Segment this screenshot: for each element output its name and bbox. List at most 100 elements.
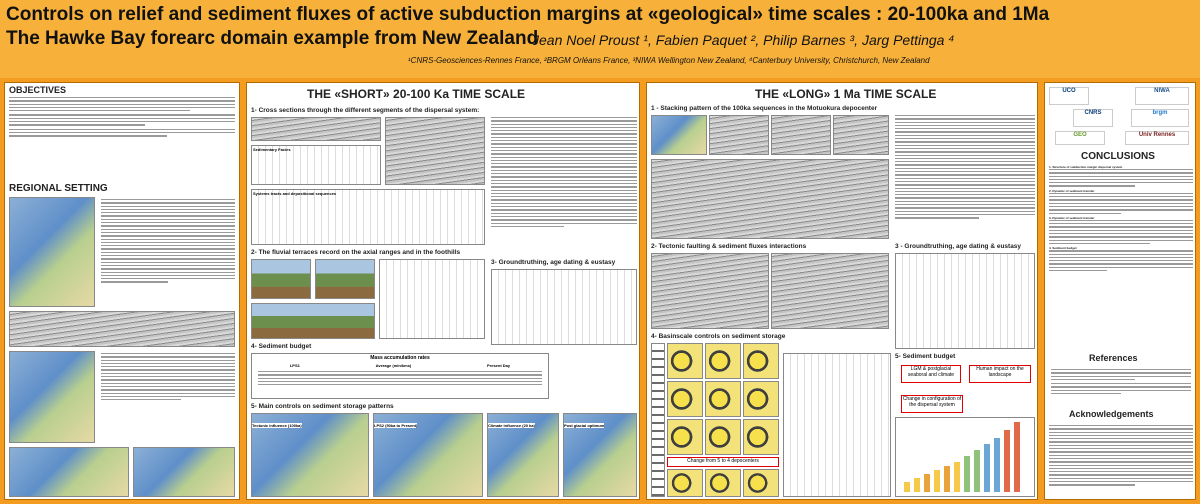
post-glacial-map: Post glacial optimum bbox=[563, 413, 637, 497]
budget-bar-2 bbox=[914, 478, 920, 492]
budget-bar-9 bbox=[984, 444, 990, 492]
conclusion-3: 3. Dynamic of sediment transfer bbox=[1049, 215, 1095, 220]
regional-map-4 bbox=[133, 447, 235, 497]
basinscale-map-11 bbox=[705, 469, 741, 497]
short-timescale-panel: THE «SHORT» 20-100 Ka TIME SCALE 1- Cros… bbox=[246, 82, 640, 500]
long-section-3: 3 - Groundtruthing, age dating & eustasy bbox=[895, 243, 1022, 250]
budget-bar-4 bbox=[934, 470, 940, 492]
logo-uco: UCO bbox=[1049, 87, 1089, 105]
long-seismic-1 bbox=[709, 115, 769, 155]
long-section-4: 4- Basinscale controls on sediment stora… bbox=[651, 333, 786, 340]
budget-col-2: Average (min/kms) bbox=[375, 363, 412, 368]
poster-title-line2: The Hawke Bay forearc domain example fro… bbox=[6, 28, 539, 49]
regional-map-2 bbox=[9, 351, 95, 443]
regional-text-2 bbox=[101, 353, 235, 402]
conclusion-4-text bbox=[1049, 250, 1193, 272]
conclusion-1: 1. Structure of subduction margin disper… bbox=[1049, 165, 1123, 169]
short-seismic-2 bbox=[385, 117, 485, 185]
objectives-title: OBJECTIVES bbox=[9, 85, 67, 95]
budget-bar-8 bbox=[974, 450, 980, 492]
short-section-1: 1- Cross sections through the different … bbox=[251, 107, 480, 114]
basinscale-timeline bbox=[651, 343, 665, 497]
regional-map-1 bbox=[9, 197, 95, 307]
logo-rennes: Univ Rennes bbox=[1125, 131, 1189, 145]
basinscale-map-8 bbox=[705, 419, 741, 455]
short-seismic-1 bbox=[251, 117, 381, 141]
terrace-photo-3 bbox=[251, 303, 375, 339]
budget-table: Mass accumulation rates LPS1 Average (mi… bbox=[251, 353, 549, 399]
references-title: References bbox=[1089, 353, 1138, 363]
basinscale-map-12 bbox=[743, 469, 779, 497]
basinscale-map-3 bbox=[743, 343, 779, 379]
terrace-photo-1 bbox=[251, 259, 311, 299]
conclusion-2-text bbox=[1049, 192, 1193, 214]
affiliations: ¹CNRS-Geosciences-Rennes France, ²BRGM O… bbox=[408, 56, 930, 65]
budget-table-rows bbox=[252, 368, 548, 390]
faulting-section-1 bbox=[651, 253, 769, 329]
basinscale-map-2 bbox=[705, 343, 741, 379]
short-facies-figure: Sedimentary Facies bbox=[251, 145, 381, 185]
authors: Jean Noel Proust ¹, Fabien Paquet ², Phi… bbox=[532, 32, 955, 48]
logo-cnrs: CNRS bbox=[1073, 109, 1113, 127]
long-section-2: 2- Tectonic faulting & sediment fluxes i… bbox=[651, 243, 807, 250]
short-section-3: 3- Groundtruthing, age dating & eustasy bbox=[491, 259, 616, 266]
short-timescale-title: THE «SHORT» 20-100 Ka TIME SCALE bbox=[307, 87, 526, 101]
dispersal-change-box: Change in configuration of the dispersal… bbox=[901, 395, 963, 413]
groundtruth-logs bbox=[491, 269, 637, 345]
logo-geo: GEO bbox=[1055, 131, 1105, 145]
sediment-budget-chart bbox=[895, 417, 1035, 497]
conclusion-3-text bbox=[1049, 219, 1193, 245]
long-text-1 bbox=[895, 115, 1035, 221]
short-text-1 bbox=[491, 117, 637, 229]
budget-bar-3 bbox=[924, 474, 930, 492]
basinscale-map-7 bbox=[667, 419, 703, 455]
poster-title-line1: Controls on relief and sediment fluxes o… bbox=[6, 4, 1050, 25]
long-timescale-title: THE «LONG» 1 Ma TIME SCALE bbox=[755, 87, 937, 101]
basinscale-map-5 bbox=[705, 381, 741, 417]
objectives-text bbox=[9, 97, 235, 139]
basinscale-map-1 bbox=[667, 343, 703, 379]
long-seismic-large bbox=[651, 159, 889, 239]
tectonic-influence-map: Tectonic influence (100ka) bbox=[251, 413, 369, 497]
long-section-5: 5- Sediment budget bbox=[895, 353, 956, 360]
budget-col-3: Present Day bbox=[487, 363, 511, 368]
budget-bar-5 bbox=[944, 466, 950, 492]
left-column: OBJECTIVES REGIONAL SETTING bbox=[4, 82, 240, 500]
basinscale-map-10 bbox=[667, 469, 703, 497]
climate-influence-label: Climate influence (20 ka) bbox=[488, 423, 535, 428]
lps2-label: LPS2 (50ka to Present) bbox=[374, 423, 418, 428]
post-glacial-label: Post glacial optimum bbox=[564, 423, 605, 428]
lps2-map: LPS2 (50ka to Present) bbox=[373, 413, 483, 497]
right-column: UCO NIWA CNRS brgm GEO Univ Rennes CONCL… bbox=[1044, 82, 1196, 500]
budget-bar-11 bbox=[1004, 430, 1010, 492]
human-impact-box: Human impact on the landscape bbox=[969, 365, 1031, 383]
change-depocenters-box: Change from 5 to 4 depocenters bbox=[667, 457, 779, 467]
logo-niwa: NIWA bbox=[1135, 87, 1189, 105]
conclusion-1-text bbox=[1049, 169, 1193, 187]
references-text bbox=[1051, 369, 1191, 396]
long-section-1: 1 - Stacking pattern of the 100ka sequen… bbox=[651, 105, 878, 112]
budget-bar-12 bbox=[1014, 422, 1020, 492]
climate-influence-map: Climate influence (20 ka) bbox=[487, 413, 559, 497]
short-section-4: 4- Sediment budget bbox=[251, 343, 312, 350]
lgm-box: LGM & postglacial seaboral and climate bbox=[901, 365, 961, 383]
acknowledgements-title: Acknowledgements bbox=[1069, 409, 1154, 419]
budget-bar-1 bbox=[904, 482, 910, 492]
conclusion-2: 2. Dynamic of sediment transfer bbox=[1049, 188, 1095, 193]
regional-cross-section bbox=[9, 311, 235, 347]
long-seismic-3 bbox=[833, 115, 889, 155]
regional-map-3 bbox=[9, 447, 129, 497]
acknowledgements-text bbox=[1049, 425, 1193, 488]
poster-header: Controls on relief and sediment fluxes o… bbox=[0, 0, 1200, 78]
long-groundtruth-logs bbox=[895, 253, 1035, 349]
basinscale-map-9 bbox=[743, 419, 779, 455]
budget-bar-7 bbox=[964, 456, 970, 492]
faulting-section-2 bbox=[771, 253, 889, 329]
budget-curves bbox=[783, 353, 891, 497]
terrace-photo-2 bbox=[315, 259, 375, 299]
budget-bar-10 bbox=[994, 438, 1000, 492]
short-systems-tracts: Systems tracts and depositional sequence… bbox=[251, 189, 485, 245]
tectonic-influence-label: Tectonic influence (100ka) bbox=[252, 423, 302, 428]
conclusions-body: 1. Structure of subduction margin disper… bbox=[1049, 165, 1193, 273]
